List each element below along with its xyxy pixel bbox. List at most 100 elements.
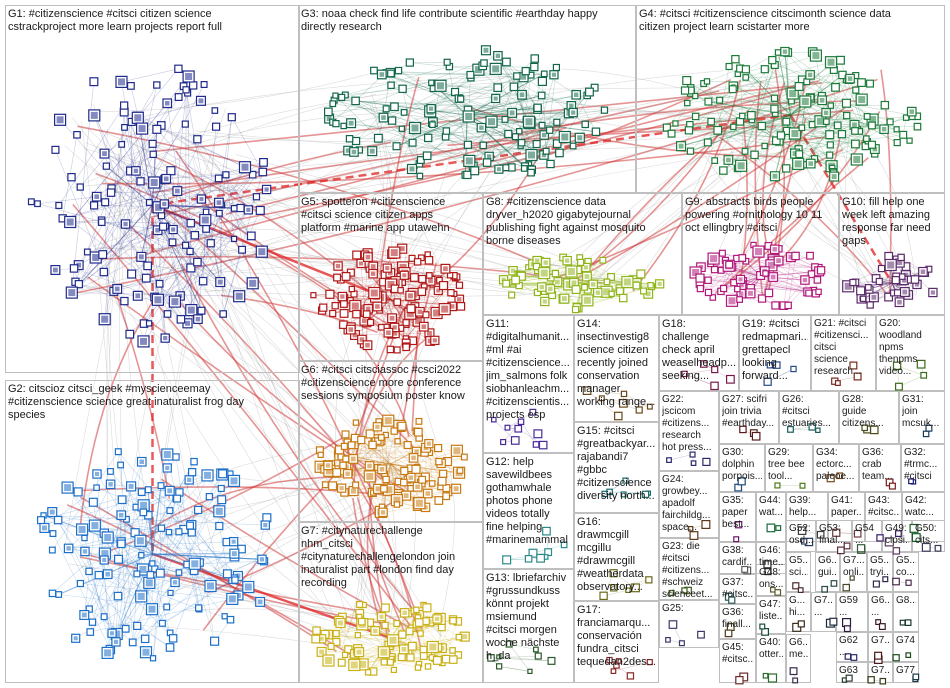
node-g27 [752, 433, 760, 441]
node-g10 [895, 290, 901, 296]
node-g71 [843, 585, 849, 591]
node-avatar-g6 [351, 457, 356, 462]
node-g8y [905, 620, 911, 626]
node-avatar-g2 [263, 523, 267, 527]
node-g3 [510, 83, 517, 90]
edge-within-g17 [619, 661, 650, 662]
node-g25 [666, 638, 671, 643]
node-g3 [531, 55, 538, 62]
node-g4 [682, 87, 689, 94]
node-g1 [35, 201, 41, 207]
node-avatar-g5 [371, 290, 378, 297]
node-avatar-g1 [258, 248, 265, 255]
node-avatar-g4 [795, 160, 802, 167]
node-g3 [553, 65, 559, 71]
node-g6 [353, 482, 359, 488]
node-avatar-g2 [167, 488, 172, 493]
node-avatar-g8 [562, 296, 567, 301]
node-g36b [727, 624, 734, 631]
node-g7 [366, 670, 371, 675]
node-g1 [103, 163, 109, 169]
node-g3 [399, 126, 404, 131]
node-g43 [896, 531, 902, 537]
node-g3 [388, 70, 395, 77]
node-g1 [150, 151, 156, 157]
node-g1 [191, 232, 198, 239]
node-g11 [533, 442, 539, 448]
node-g2 [188, 529, 195, 536]
node-avatar-g10 [921, 270, 926, 275]
node-avatar-g8 [584, 297, 591, 304]
node-g4 [731, 124, 736, 129]
node-g4 [683, 77, 691, 85]
group-box-g44 [757, 493, 786, 542]
node-avatar-g7 [380, 649, 387, 656]
node-g5 [456, 282, 462, 288]
node-g51 [906, 580, 911, 585]
node-g28 [862, 425, 867, 430]
node-g1 [169, 239, 176, 246]
group-box-g35 [720, 493, 756, 542]
node-g2 [115, 449, 121, 455]
node-g3 [502, 117, 508, 123]
node-g4 [742, 149, 748, 155]
node-avatar-g3 [552, 73, 556, 77]
node-g1 [144, 262, 152, 270]
node-g1 [212, 108, 218, 114]
node-g3 [429, 80, 434, 85]
node-g48 [775, 590, 781, 596]
node-g1 [239, 246, 246, 253]
node-g1 [198, 307, 205, 314]
node-avatar-g3 [528, 152, 535, 159]
node-g2 [174, 495, 181, 502]
node-g4 [853, 87, 859, 93]
node-g2 [219, 470, 227, 478]
node-avatar-g3 [410, 167, 415, 172]
node-avatar-g2 [204, 472, 211, 479]
node-avatar-g2 [137, 537, 144, 544]
node-g4 [900, 131, 907, 138]
node-g3 [406, 59, 413, 66]
node-avatar-g1 [188, 307, 195, 314]
node-avatar-g2 [74, 636, 78, 640]
node-avatar-g2 [140, 502, 147, 509]
node-g3 [383, 106, 389, 112]
node-g29 [775, 483, 780, 488]
node-g17 [611, 669, 616, 674]
node-avatar-g4 [738, 162, 745, 169]
node-g3 [547, 127, 553, 133]
node-g6 [457, 468, 463, 474]
node-avatar-g2 [114, 640, 118, 644]
node-g3 [592, 128, 599, 135]
node-g5 [334, 274, 341, 281]
node-g7 [456, 634, 462, 640]
node-g5 [326, 290, 334, 298]
node-avatar-g2 [173, 580, 177, 584]
node-avatar-g4 [824, 111, 828, 115]
group-box-g28 [840, 392, 899, 444]
node-g4 [769, 57, 776, 64]
node-g74 [906, 653, 911, 658]
node-g51 [893, 578, 900, 585]
node-g7 [450, 618, 456, 624]
node-g5 [394, 347, 400, 353]
node-avatar-g5 [443, 266, 448, 271]
node-avatar-g1 [115, 287, 120, 292]
node-avatar-g5 [349, 327, 354, 332]
node-g7 [357, 602, 363, 608]
node-g34 [837, 473, 843, 479]
node-g3 [464, 171, 471, 178]
node-avatar-g2 [260, 557, 264, 561]
node-avatar-g3 [479, 126, 483, 130]
node-g6 [395, 439, 400, 444]
node-g3 [519, 140, 525, 146]
node-g13 [535, 653, 541, 659]
node-g10 [861, 296, 866, 301]
node-avatar-g1 [242, 164, 249, 171]
node-g4 [777, 132, 784, 139]
node-avatar-g2 [129, 484, 134, 489]
node-avatar-g5 [386, 330, 391, 335]
node-avatar-g6 [426, 491, 431, 496]
node-g18 [712, 367, 718, 373]
node-avatar-g1 [175, 189, 180, 194]
